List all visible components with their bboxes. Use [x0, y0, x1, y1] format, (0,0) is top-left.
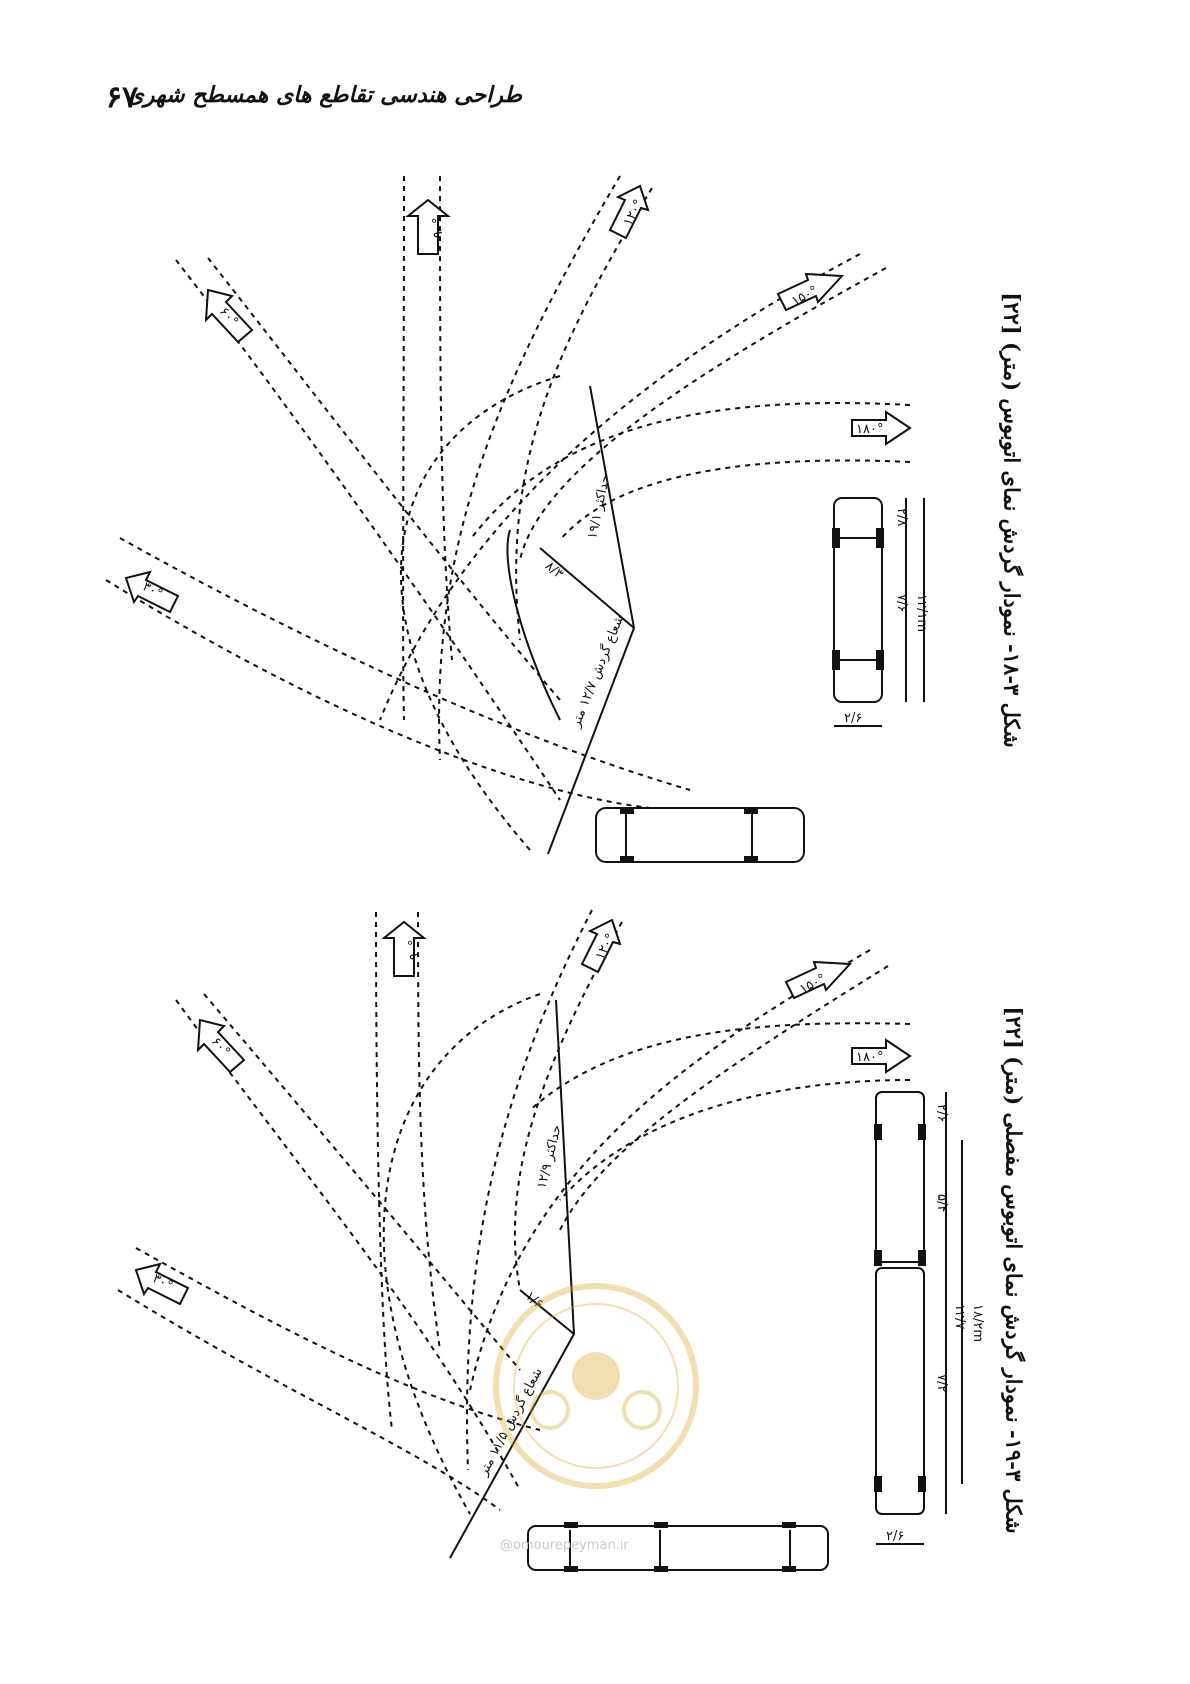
figure-2-diagram: ۹۰° ۱۲۰° ۱۵۰° ۱۸۰° ۶۰° ۳۰° حداکثر ۱۲/۹ ۱…	[117, 909, 985, 1572]
vehicle-dim-rear-body: ۷/۲	[934, 1374, 949, 1392]
arrow-label-90-2: ۹۰°	[407, 940, 422, 960]
vehicle-dim-front-2: ۲/۶	[934, 1104, 949, 1122]
arrow-150-shape-2	[784, 960, 853, 1000]
vehicle-plan-1	[833, 497, 925, 727]
bus-outline-2	[527, 1525, 829, 1571]
watermark-seal	[493, 1283, 699, 1489]
arrow-label-90: ۹۰°	[431, 218, 446, 238]
watermark-text: @omourepeyman.ir	[500, 1538, 629, 1553]
figure-2-caption: شکل ۳-۱۹- نمودار گردش نمای اتوبوس مفصلی …	[1001, 1006, 1027, 1534]
arrow-180-shape	[851, 410, 912, 446]
vehicle-dim-width: ۲/۶	[844, 711, 862, 726]
arrow-30-shape	[124, 570, 180, 614]
vehicle-plan-2	[875, 1091, 963, 1545]
bus-outline-1	[595, 807, 805, 863]
arrow-150-shape	[776, 272, 845, 312]
arrow-60-shape-2	[196, 1018, 246, 1074]
page-header-title: طراحی هندسی تقاطع های همسطح شهری	[126, 82, 522, 108]
figure-1-diagram: ۹۰° ۱۲۰° ۱۵۰° ۱۸۰° ۶۰° ۳۰° حداکثر ۱۹/۱ ۸…	[105, 175, 929, 863]
figure-bus-turning: ۹۰° ۱۲۰° ۱۵۰° ۱۸۰° ۶۰° ۳۰° حداکثر ۱۹/۱ ۸…	[105, 175, 1025, 863]
figure-articulated-bus-turning: ۹۰° ۱۲۰° ۱۵۰° ۱۸۰° ۶۰° ۳۰° حداکثر ۱۲/۹ ۱…	[0, 870, 1190, 1590]
arrow-120-shape-2	[580, 918, 622, 974]
arrow-120-shape	[608, 184, 650, 240]
turning-label-max-2: حداکثر ۱۲/۹	[534, 1123, 564, 1190]
vehicle-dim-front-body: ۵/۴	[934, 1194, 949, 1212]
vehicle-dim-mid: ۷/۶	[894, 594, 909, 612]
turning-label-max: حداکثر ۱۹/۱	[585, 473, 613, 540]
vehicle-dim-width-2: ۲/۶	[886, 1529, 904, 1544]
arrow-30-shape-2	[134, 1262, 190, 1306]
vehicle-dim-front: ۲/۸	[894, 508, 909, 526]
turning-label-inner: ۸/۳	[542, 559, 566, 582]
page-number: ۶۷	[106, 80, 139, 115]
vehicle-dim-total-2: ۱۸/۲m	[970, 1304, 985, 1342]
arrow-60-shape	[204, 288, 254, 344]
figure-1-caption: شکل ۳-۱۸- نمودار گردش نمای اتوبوس (متر) …	[999, 292, 1025, 748]
arrow-label-180-2: ۱۸۰°	[856, 1050, 883, 1065]
arrow-label-180: ۱۸۰°	[856, 422, 883, 437]
arrow-180-shape-2	[851, 1038, 912, 1074]
vehicle-dim-total: ۱۲/۱m	[914, 594, 929, 632]
arrow-90-shape-2	[381, 920, 427, 977]
arrow-90-shape	[405, 198, 451, 255]
vehicle-dim-axle-span: ۱۲/۷	[952, 1304, 967, 1329]
